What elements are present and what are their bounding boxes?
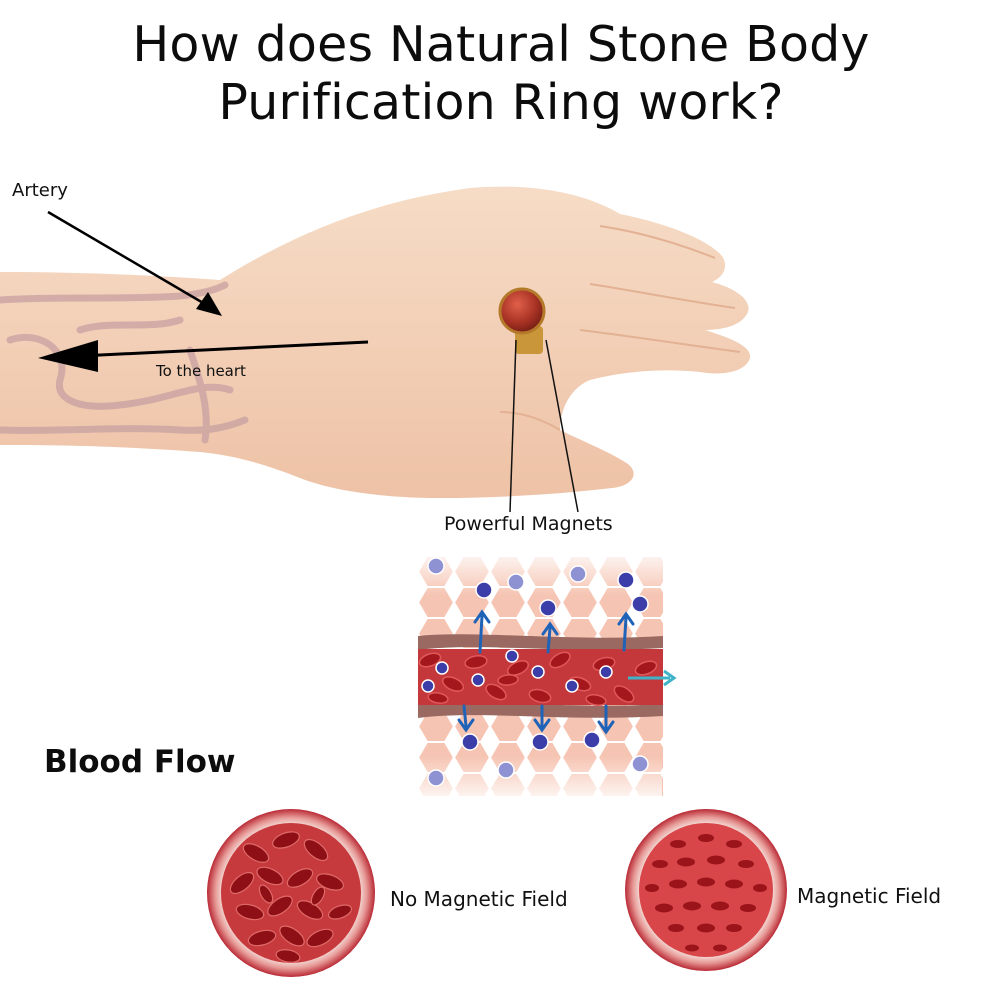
ring-stone <box>498 287 546 335</box>
field-circle <box>625 809 787 971</box>
hand-shape <box>0 186 751 498</box>
veins <box>0 281 249 444</box>
red-blood-cells <box>418 651 658 706</box>
to-heart-label: To the heart <box>156 362 246 380</box>
field-label: Magnetic Field <box>797 884 942 908</box>
no-field-label: No Magnetic Field <box>390 887 568 911</box>
ion-arrows <box>457 609 635 735</box>
vessel-diagram <box>418 556 677 796</box>
no-field-circle <box>207 809 375 977</box>
ions <box>421 557 649 787</box>
title-line-2: Purification Ring work? <box>218 74 784 131</box>
magnets-label: Powerful Magnets <box>444 513 613 535</box>
blood-flow-heading: Blood Flow <box>44 744 236 780</box>
artery-label: Artery <box>12 180 68 201</box>
title-line-1: How does Natural Stone Body <box>132 16 870 73</box>
